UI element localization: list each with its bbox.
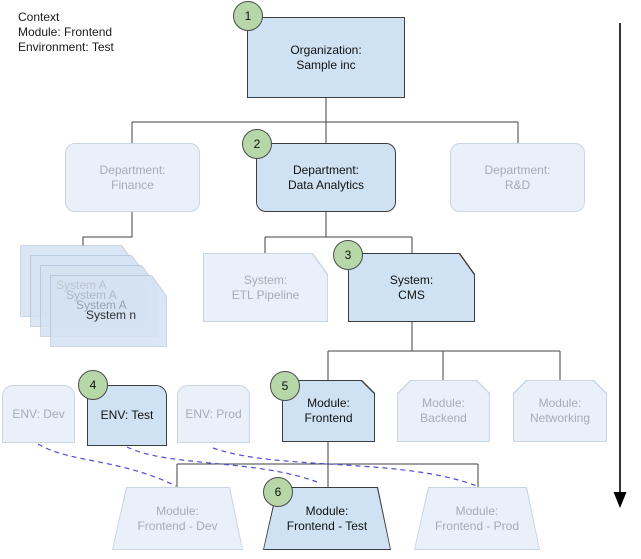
step-badge-4[interactable]: 4 <box>78 370 108 400</box>
step-badge-1[interactable]: 1 <box>233 1 263 31</box>
step-badge-2[interactable]: 2 <box>242 129 272 159</box>
stack-label-1: System A <box>56 278 107 292</box>
node-system-cms[interactable]: System: CMS <box>348 253 475 322</box>
stack-label-3: System A <box>76 298 127 312</box>
node-module-frontend[interactable]: Module: Frontend <box>282 380 375 442</box>
node-dept-rnd[interactable]: Department: R&D <box>450 143 585 212</box>
step-badge-3[interactable]: 3 <box>333 240 363 270</box>
node-dept-finance[interactable]: Department: Finance <box>65 143 200 212</box>
tree-connector-cms-modules <box>327 322 561 380</box>
env-link-prod <box>212 447 478 487</box>
node-deploy-frontend-prod[interactable]: Module: Frontend - Prod <box>414 487 540 550</box>
node-env-prod[interactable]: ENV: Prod <box>177 385 250 443</box>
env-link-dev <box>37 443 177 487</box>
tree-connector-finance-systems <box>82 212 133 246</box>
tree-connector-org-depts <box>131 98 519 143</box>
node-system-stack-4[interactable] <box>50 275 167 347</box>
stack-label-4: System n <box>86 308 137 322</box>
node-deploy-frontend-dev[interactable]: Module: Frontend - Dev <box>112 487 243 550</box>
context-note: Context Module: Frontend Environment: Te… <box>18 10 114 54</box>
stack-label-2: System A <box>66 288 117 302</box>
node-organization[interactable]: Organization: Sample inc <box>247 17 405 98</box>
step-badge-6[interactable]: 6 <box>263 477 293 507</box>
tree-connector-analytics-systems <box>264 212 413 253</box>
step-badge-5[interactable]: 5 <box>270 371 300 401</box>
node-env-dev[interactable]: ENV: Dev <box>2 385 75 443</box>
node-module-networking[interactable]: Module: Networking <box>513 380 607 442</box>
down-arrow <box>613 23 627 508</box>
env-link-test <box>126 446 318 483</box>
tree-connector-frontend-deploys <box>176 442 479 487</box>
node-dept-data-analytics[interactable]: Department: Data Analytics <box>256 143 396 212</box>
node-system-etl[interactable]: System: ETL Pipeline <box>203 253 328 322</box>
node-module-backend[interactable]: Module: Backend <box>397 380 490 442</box>
